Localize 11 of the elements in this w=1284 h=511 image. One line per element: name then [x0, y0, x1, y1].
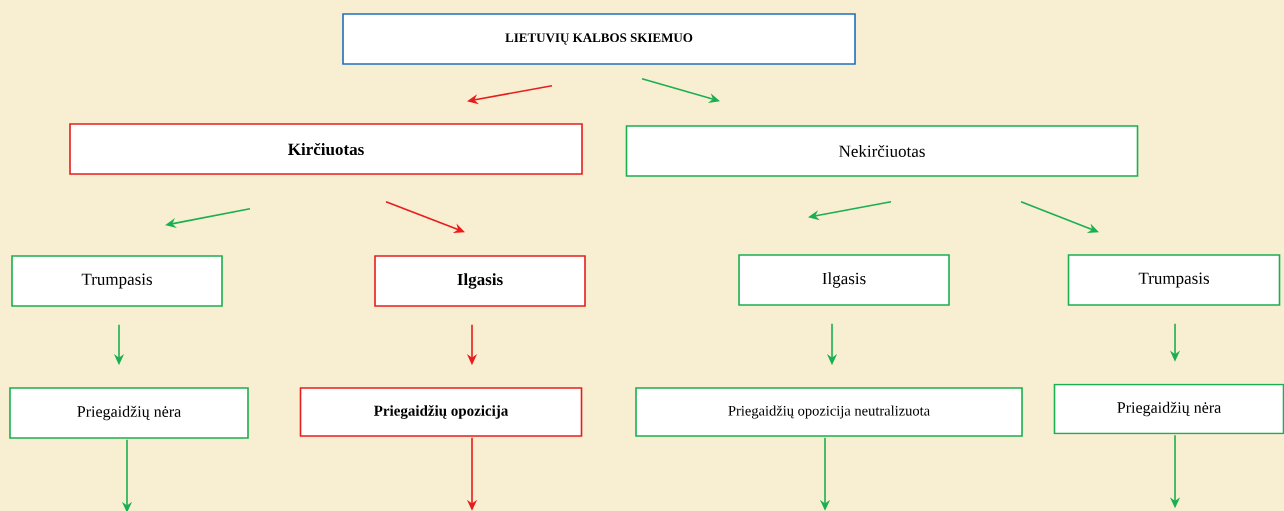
category-box: Priegaidžių opozicija neutralizuota	[635, 387, 1023, 437]
category-box: Trumpasis	[11, 255, 223, 307]
category-box: Priegaidžių nėra	[9, 387, 249, 439]
category-box: Kirčiuotas	[69, 123, 583, 175]
title-box: LIETUVIŲ KALBOS SKIEMUO	[342, 13, 856, 65]
category-box: Ilgasis	[738, 254, 950, 306]
category-box: Priegaidžių nėra	[1053, 383, 1284, 435]
category-box: Ilgasis	[374, 255, 586, 307]
category-box: Trumpasis	[1067, 254, 1281, 306]
category-box: Nekirčiuotas	[625, 125, 1139, 177]
category-box: Priegaidžių opozicija	[299, 387, 583, 437]
